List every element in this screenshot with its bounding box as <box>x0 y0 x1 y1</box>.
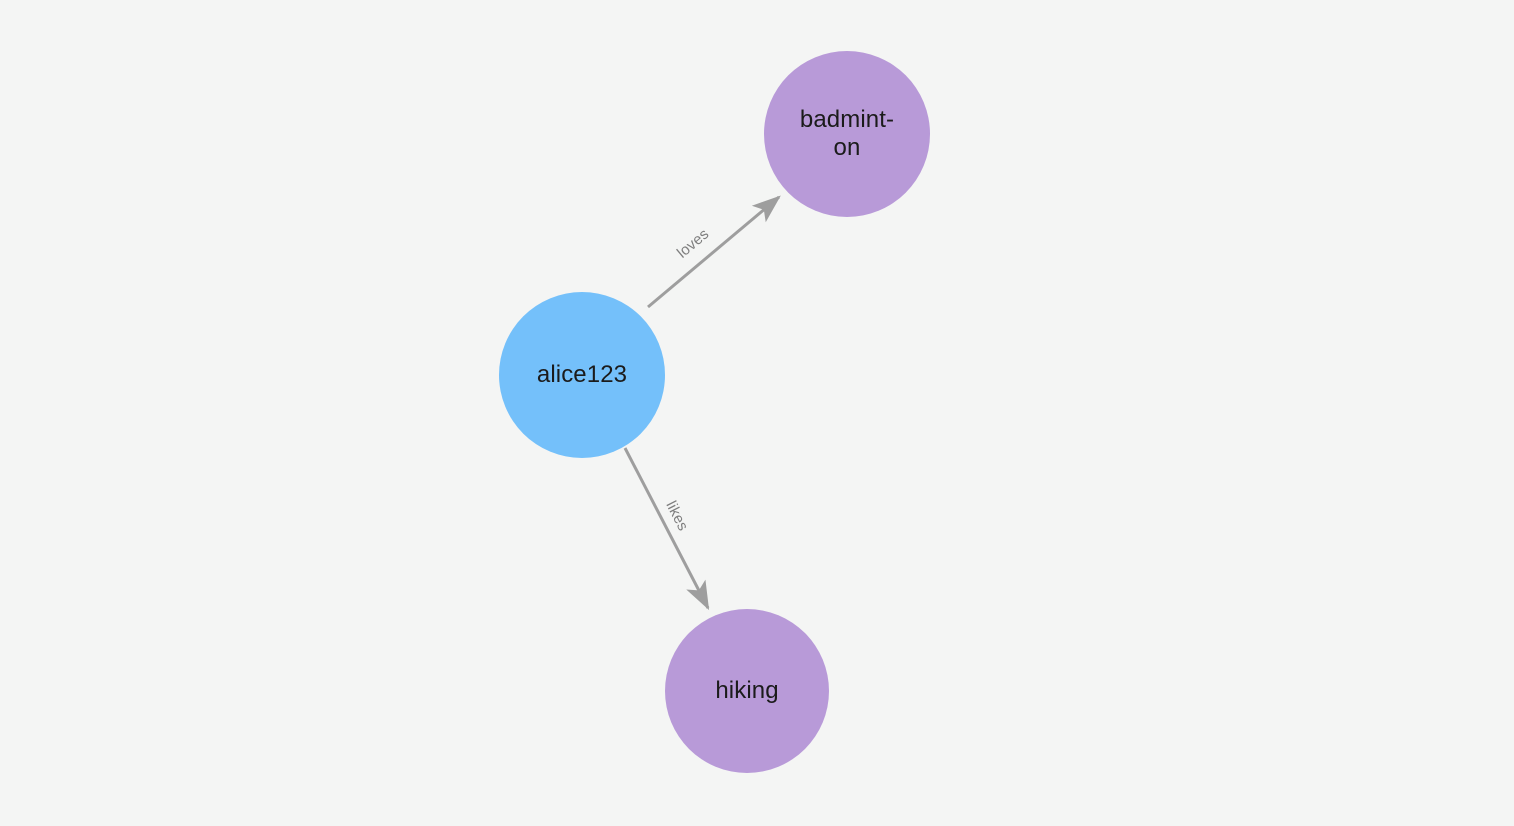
edge-loves[interactable]: loves <box>647 195 781 309</box>
graph-node-alice123[interactable]: alice123 <box>499 292 665 458</box>
edge-likes-line <box>623 447 710 611</box>
graph-node-badminton-label: badmint- on <box>799 106 895 161</box>
edge-likes[interactable]: likes <box>623 447 710 611</box>
graph-node-hiking[interactable]: hiking <box>665 609 829 773</box>
graph-node-hiking-label: hiking <box>715 677 779 704</box>
graph-node-badminton[interactable]: badmint- on <box>764 51 930 217</box>
edge-loves-line <box>647 195 781 309</box>
graph-node-alice123-label: alice123 <box>536 361 628 388</box>
